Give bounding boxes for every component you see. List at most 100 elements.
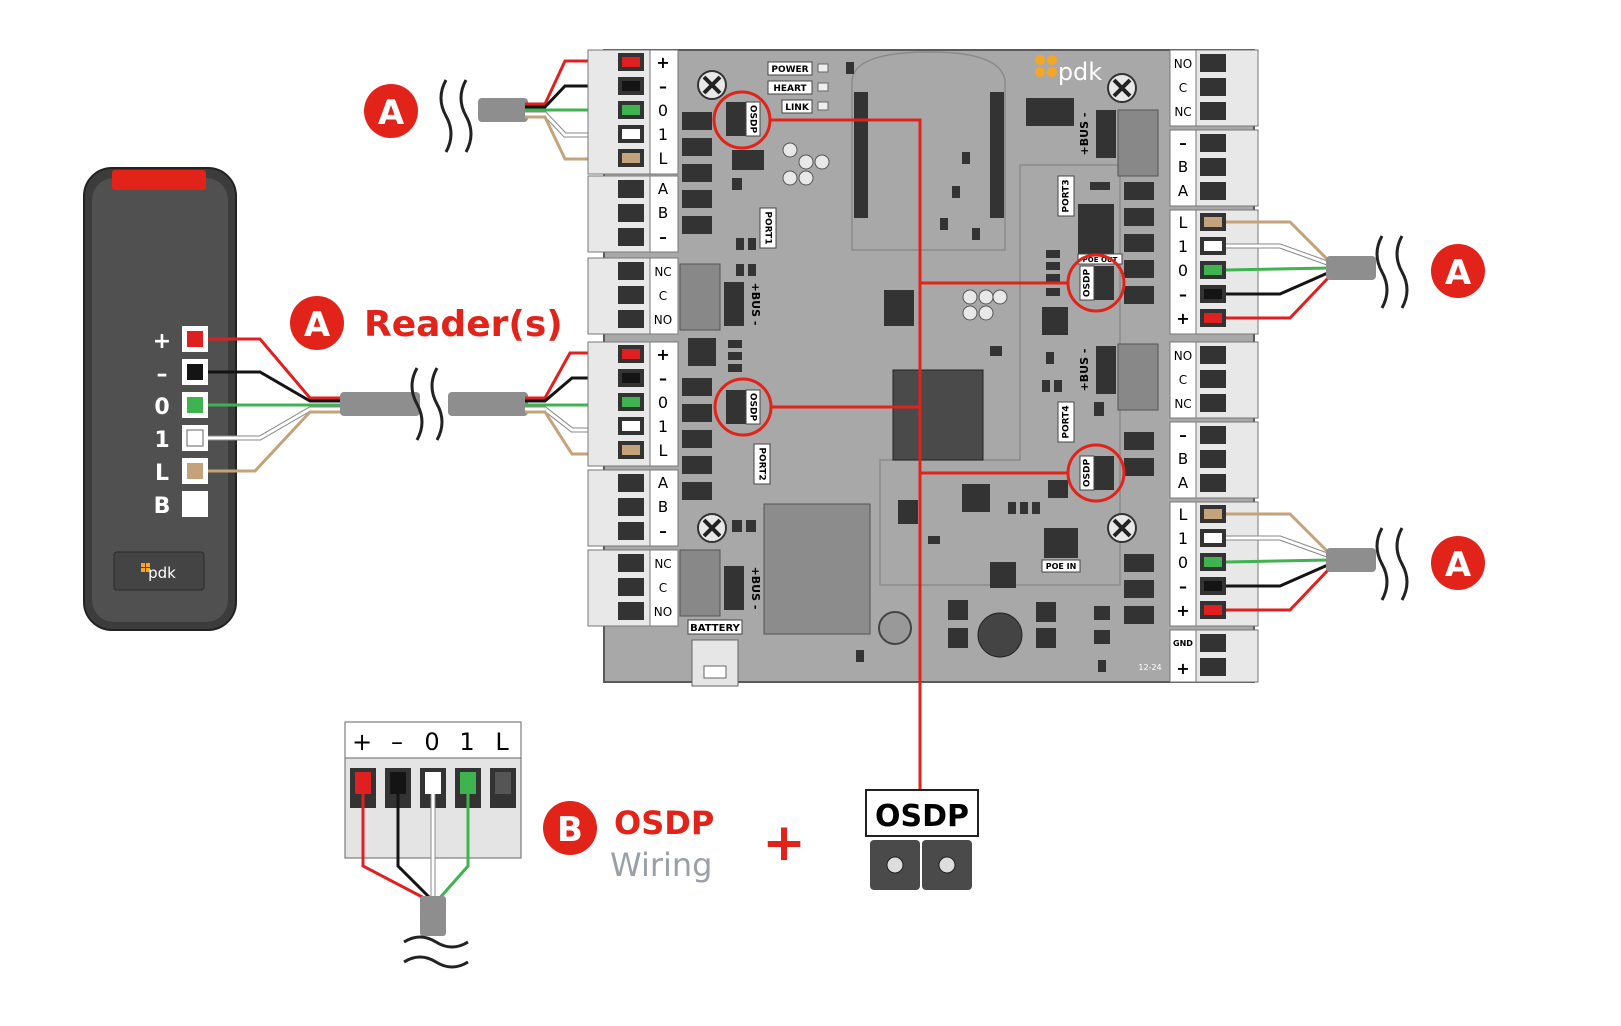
screw-icon (1107, 73, 1137, 103)
svg-text:–: – (391, 728, 403, 756)
svg-text:0: 0 (1178, 261, 1188, 280)
svg-text:A: A (1178, 182, 1189, 200)
right-cable-1 (1326, 235, 1409, 309)
svg-text:OSDP: OSDP (1083, 268, 1093, 297)
chip (898, 500, 918, 524)
svg-text:C: C (1179, 373, 1187, 387)
svg-text:POE IN: POE IN (1046, 562, 1077, 571)
port2-label: PORT2 (753, 443, 771, 485)
svg-text:PORT2: PORT2 (757, 447, 767, 480)
osdp-connector-b: + – 0 1 L (344, 721, 522, 859)
osdp-jumper-2: OSDP (726, 389, 761, 425)
pin-header-left (854, 92, 1004, 218)
osdp-highlights (712, 90, 1126, 790)
svg-text:B: B (658, 498, 668, 516)
svg-text:0: 0 (658, 393, 668, 412)
svg-text:1: 1 (1178, 237, 1188, 256)
bus-header-right-2: +BUS - (1078, 346, 1116, 394)
svg-text:A: A (304, 305, 331, 345)
svg-text:OSDP: OSDP (748, 105, 758, 134)
svg-text:0: 0 (658, 101, 668, 120)
svg-text:+: + (153, 329, 171, 354)
svg-text:+BUS -: +BUS - (1078, 349, 1091, 392)
svg-text:NO: NO (1174, 57, 1192, 71)
svg-text:–: – (659, 228, 667, 246)
svg-text:+BUS -: +BUS - (1078, 113, 1091, 156)
callout-a-top: A (364, 79, 528, 153)
svg-text:NO: NO (654, 313, 672, 327)
svg-text:NO: NO (1174, 349, 1192, 363)
bus-header-left-2: +BUS - (724, 566, 762, 610)
svg-text:1: 1 (154, 428, 169, 453)
svg-text:0: 0 (424, 728, 439, 756)
svg-text:A: A (658, 474, 669, 492)
svg-text:BATTERY: BATTERY (690, 623, 740, 634)
svg-text:+: + (352, 728, 372, 756)
svg-text:C: C (659, 289, 667, 303)
terminal-wire-ends (622, 57, 1222, 615)
relay (679, 263, 721, 331)
svg-text:+: + (656, 53, 669, 72)
board-logo: pdk (1035, 55, 1102, 86)
bus-header-left-1: +BUS - (724, 282, 762, 326)
terminal-left-relay-2: NC C NO (587, 549, 679, 627)
status-leds: POWER HEART LINK (767, 61, 829, 114)
svg-text:A: A (658, 180, 669, 198)
svg-text:–: – (659, 522, 667, 540)
callout-a-readers: A Reader(s) (290, 296, 563, 350)
svg-text:NO: NO (654, 605, 672, 619)
reader-pin-l: L (155, 458, 208, 486)
svg-text:Wiring: Wiring (610, 846, 712, 884)
svg-text:1: 1 (459, 728, 474, 756)
terminal-left-ab-2: A B – (587, 469, 679, 547)
callout-b-osdp-wiring: B OSDP Wiring (543, 801, 714, 884)
svg-text:–: – (157, 362, 168, 387)
svg-text:1: 1 (658, 417, 668, 436)
chip (884, 290, 914, 326)
reader-logo: pdk (113, 551, 205, 591)
inductor (977, 612, 1023, 658)
svg-text:+: + (1176, 601, 1189, 620)
board-revision: 12-24 (1138, 663, 1161, 672)
svg-text:OSDP: OSDP (748, 393, 758, 422)
connector-b-cable (403, 896, 469, 969)
screw-icon (1107, 513, 1137, 543)
svg-text:B: B (557, 810, 583, 850)
svg-text:0: 0 (154, 395, 169, 420)
terminal-left-ab-1: A B – (587, 175, 679, 253)
port4-label: PORT4 (1057, 401, 1075, 443)
bus-header-right-1: +BUS - (1078, 110, 1116, 158)
relay (1117, 343, 1159, 411)
svg-text:Reader(s): Reader(s) (364, 304, 563, 345)
reader-pin-b: B (154, 491, 208, 519)
osdp-jumper-1: OSDP (726, 101, 761, 137)
svg-text:NC: NC (1174, 105, 1191, 119)
reader-pin-1: 1 (154, 425, 208, 453)
reader-pin-plus: + (153, 326, 208, 354)
svg-text:PORT3: PORT3 (1062, 179, 1072, 212)
battery-connector: BATTERY (687, 619, 743, 687)
svg-text:OSDP: OSDP (875, 799, 969, 834)
osdp-jumper-3: OSDP (1079, 265, 1114, 301)
svg-text:C: C (659, 581, 667, 595)
svg-text:POWER: POWER (771, 65, 808, 75)
terminal-right-relay-2: NC C NO (1169, 341, 1259, 419)
svg-text:L: L (495, 728, 509, 756)
port3-label: PORT3 (1057, 175, 1075, 217)
svg-text:OSDP: OSDP (614, 804, 714, 842)
svg-text:+BUS -: +BUS - (749, 567, 762, 610)
svg-text:–: – (1179, 426, 1187, 444)
screw-icon (697, 513, 727, 543)
right-wires-1 (1225, 220, 1332, 320)
terminal-right-ab-1: – B A (1169, 129, 1259, 207)
svg-text:B: B (1178, 450, 1188, 468)
svg-text:B: B (658, 204, 668, 222)
screw-icon (697, 70, 727, 100)
svg-text:PORT1: PORT1 (763, 211, 773, 244)
svg-text:NC: NC (1174, 397, 1191, 411)
svg-text:A: A (1445, 253, 1472, 293)
svg-text:B: B (1178, 158, 1188, 176)
buzzer (878, 611, 912, 645)
terminal-right-power: GND + (1169, 629, 1259, 683)
